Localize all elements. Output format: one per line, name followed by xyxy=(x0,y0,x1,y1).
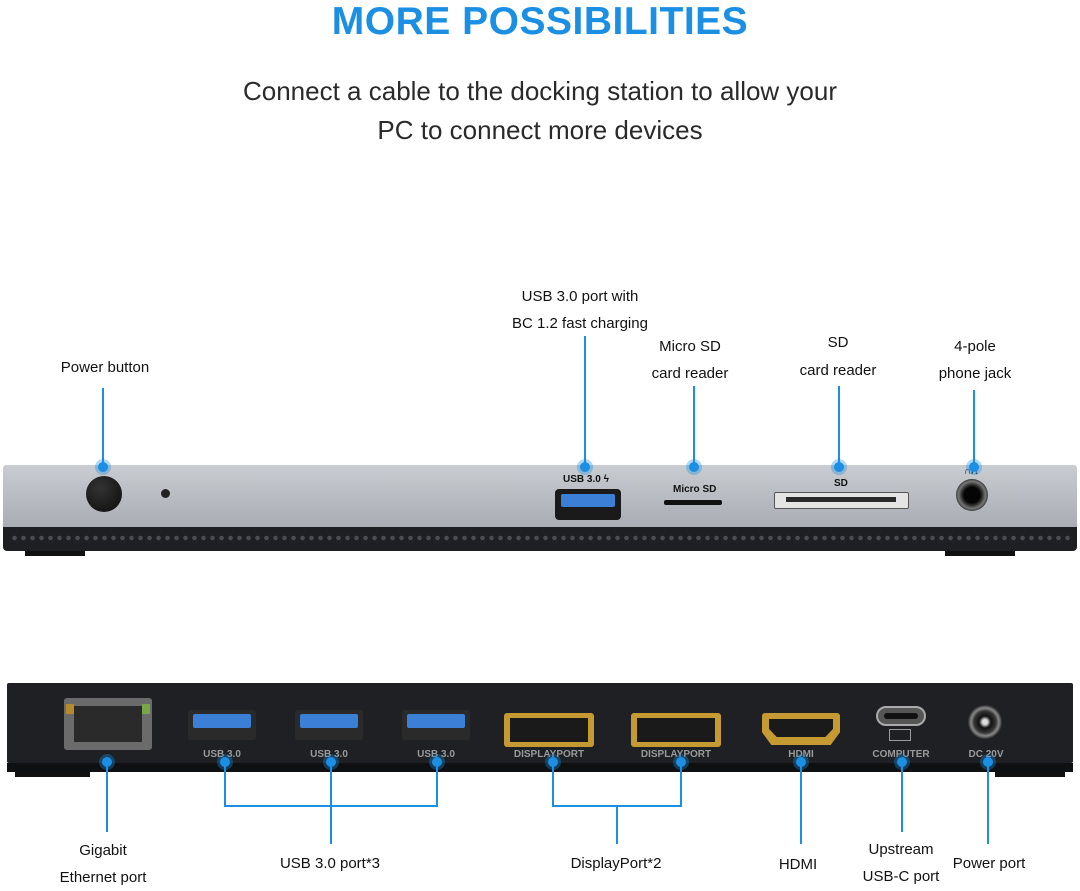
front-foot-right xyxy=(945,551,1015,556)
label-hdmi: HDMI xyxy=(778,856,818,873)
dc-text: DC 20V xyxy=(968,749,1004,760)
label-dp-group: DisplayPort*2 xyxy=(570,855,662,872)
dot-jack xyxy=(969,462,979,472)
label-micro-sd-1: Micro SD xyxy=(659,338,721,355)
computer-text: COMPUTER xyxy=(872,749,930,760)
label-sd-1: SD xyxy=(827,334,849,351)
rear-usb-text-1: USB 3.0 xyxy=(203,749,241,760)
dc-power-port[interactable] xyxy=(968,705,1002,739)
label-power-button: Power button xyxy=(60,359,150,376)
laptop-icon xyxy=(889,729,911,741)
label-jack-2: phone jack xyxy=(938,365,1012,382)
label-usb-group: USB 3.0 port*3 xyxy=(279,855,381,872)
rear-foot-left xyxy=(15,772,90,777)
usb-c-port-inner xyxy=(884,713,918,719)
displayport-text-1: DISPLAYPORT xyxy=(513,749,585,760)
label-usb-charging-1: USB 3.0 port with xyxy=(521,288,639,305)
label-ethernet-1: Gigabit xyxy=(79,842,127,859)
label-usb-charging-2: BC 1.2 fast charging xyxy=(512,315,648,332)
leader-usb-charging xyxy=(584,336,586,466)
rear-usb-text-3: USB 3.0 xyxy=(417,749,455,760)
displayport-1-inner xyxy=(510,718,588,742)
dot-sd xyxy=(834,462,844,472)
subtitle-line-1: Connect a cable to the docking station t… xyxy=(242,76,838,106)
power-button[interactable] xyxy=(86,476,122,512)
leader-usb-c xyxy=(901,762,903,832)
sd-slot-inner xyxy=(786,497,896,502)
dot-power xyxy=(98,462,108,472)
subtitle-line-2: PC to connect more devices xyxy=(377,115,703,145)
phone-jack[interactable] xyxy=(956,479,988,511)
leader-usb-1 xyxy=(224,762,226,807)
rear-usb-port-2-inner xyxy=(300,714,358,728)
label-jack-1: 4-pole xyxy=(954,338,996,355)
front-foot-left xyxy=(25,551,85,556)
leader-hdmi xyxy=(800,762,802,844)
leader-dp-2 xyxy=(680,762,682,807)
hdmi-text: HDMI xyxy=(788,749,814,760)
leader-jack xyxy=(973,390,975,466)
rear-usb-text-2: USB 3.0 xyxy=(310,749,348,760)
rear-base xyxy=(7,763,1073,772)
dot-usb-charging xyxy=(580,462,590,472)
ethernet-led-green xyxy=(142,704,150,714)
micro-sd-slot[interactable] xyxy=(664,500,722,505)
page-title: MORE POSSIBILITIES xyxy=(331,0,749,43)
micro-sd-text: Micro SD xyxy=(673,484,717,495)
front-usb-text: USB 3.0 ϟ xyxy=(563,474,609,485)
front-vent xyxy=(10,533,1070,543)
leader-sd xyxy=(838,386,840,466)
displayport-text-2: DISPLAYPORT xyxy=(640,749,712,760)
label-usb-c-1: Upstream xyxy=(868,841,934,858)
leader-dp-stem xyxy=(616,805,618,844)
ethernet-port-inner xyxy=(74,706,142,742)
leader-usb-2 xyxy=(330,762,332,844)
leader-power-port xyxy=(987,762,989,844)
sd-text: SD xyxy=(834,478,848,489)
label-sd-2: card reader xyxy=(799,362,877,379)
label-power-port: Power port xyxy=(952,855,1026,872)
leader-dp-1 xyxy=(552,762,554,807)
dot-micro-sd xyxy=(689,462,699,472)
label-usb-c-2: USB-C port xyxy=(862,868,940,885)
ethernet-led-amber xyxy=(66,704,74,714)
leader-usb-3 xyxy=(436,762,438,807)
label-ethernet-2: Ethernet port xyxy=(59,869,147,886)
rear-usb-port-1-inner xyxy=(193,714,251,728)
leader-micro-sd xyxy=(693,386,695,466)
front-usb-port-inner xyxy=(561,494,615,507)
leader-power xyxy=(102,388,104,466)
rear-usb-port-3-inner xyxy=(407,714,465,728)
displayport-2-inner xyxy=(637,718,715,742)
power-led xyxy=(161,489,170,498)
label-micro-sd-2: card reader xyxy=(651,365,729,382)
hdmi-port-inner xyxy=(769,719,833,737)
leader-ethernet xyxy=(106,762,108,832)
rear-foot-right xyxy=(995,772,1065,777)
